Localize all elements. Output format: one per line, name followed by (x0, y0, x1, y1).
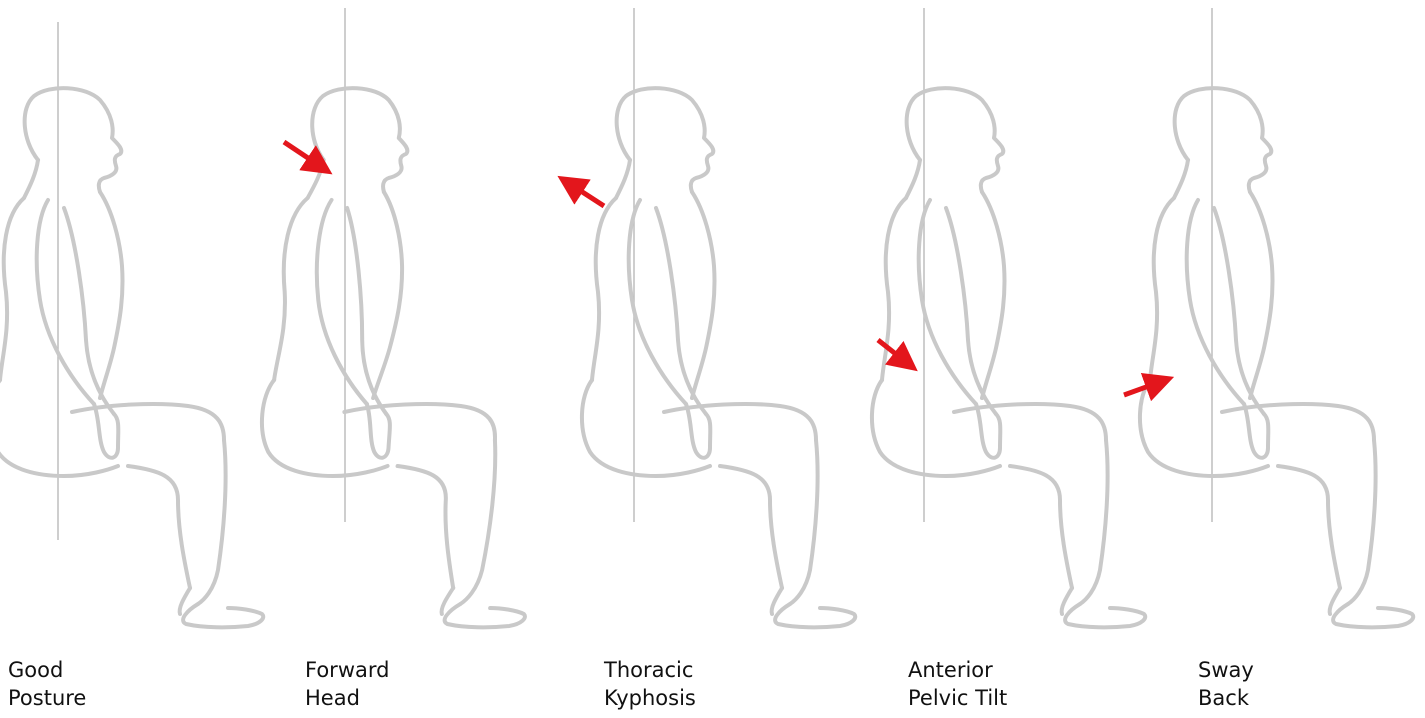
label-line: Head (305, 684, 505, 712)
figure-good-posture (0, 22, 263, 627)
figure-thoracic-kyphosis (570, 8, 855, 627)
label-thoracic-kyphosis: Thoracic Kyphosis (604, 656, 804, 712)
figure-sway-back (1124, 8, 1413, 627)
label-line: Posture (8, 684, 208, 712)
label-anterior-pelvic-tilt: Anterior Pelvic Tilt (908, 656, 1108, 712)
label-line: Forward (305, 656, 505, 684)
figure-anterior-pelvic-tilt (872, 8, 1145, 627)
label-forward-head: Forward Head (305, 656, 505, 712)
label-sway-back: Sway Back (1198, 656, 1398, 712)
figure-forward-head (251, 8, 553, 627)
arrow-thoracic-kyphosis (570, 184, 604, 206)
label-line: Thoracic (604, 656, 804, 684)
label-line: Pelvic Tilt (908, 684, 1108, 712)
label-line: Kyphosis (604, 684, 804, 712)
label-line: Good (8, 656, 208, 684)
label-line: Anterior (908, 656, 1108, 684)
label-line: Sway (1198, 656, 1398, 684)
label-good-posture: Good Posture (8, 656, 208, 712)
arrow-anterior-pelvic-tilt (878, 340, 906, 362)
label-line: Back (1198, 684, 1398, 712)
